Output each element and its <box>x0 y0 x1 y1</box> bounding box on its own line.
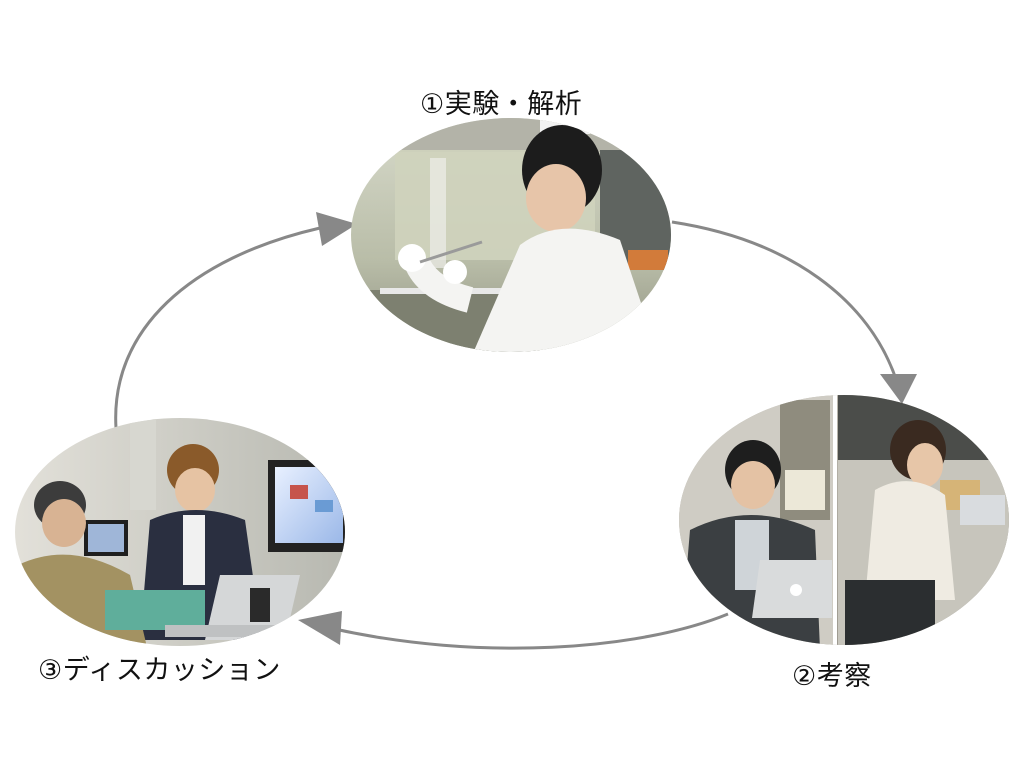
arrow-consideration-to-discussion <box>298 611 729 650</box>
lab-experiment-photo <box>351 118 671 352</box>
arrow-discussion-to-experiment <box>114 212 357 429</box>
office-desk-work-photo <box>679 395 1009 645</box>
arrow-experiment-to-consideration <box>671 220 917 404</box>
step-label-consideration: ②考察 <box>792 661 872 692</box>
team-discussion-photo <box>15 418 345 646</box>
step-label-experiment: ①実験・解析 <box>420 89 583 120</box>
step-label-discussion: ③ディスカッション <box>38 655 281 686</box>
